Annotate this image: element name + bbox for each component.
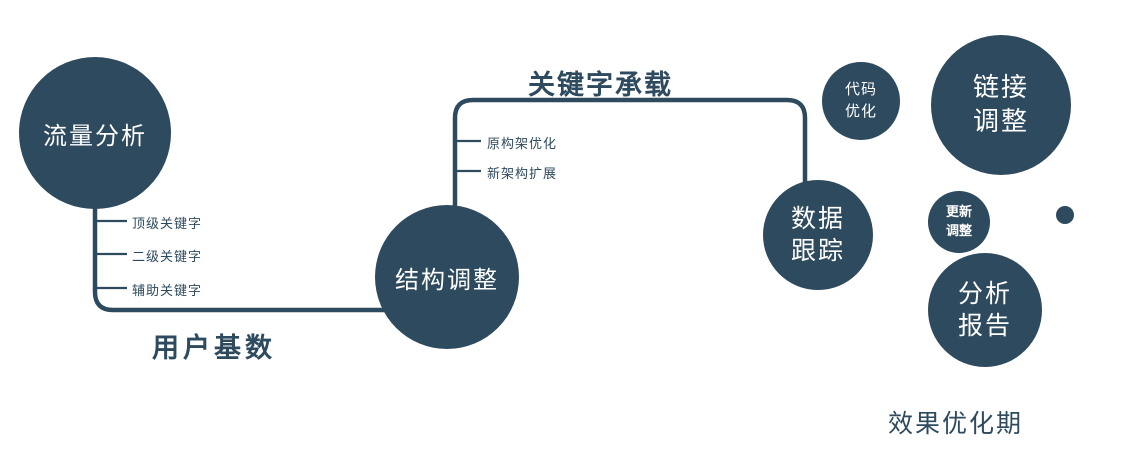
node-label-line: 分析 <box>957 279 1012 308</box>
edge-label-keyword-carrying: 关键字承载 <box>528 70 673 100</box>
node-label-line: 链接 <box>972 72 1029 103</box>
node-structure-adjustment: 结构调整 <box>375 205 519 349</box>
branch-label-original-architecture-optimization: 原构架优化 <box>487 136 558 151</box>
edge-label-user-base: 用户基数 <box>152 333 276 363</box>
branch-label-auxiliary-keywords: 辅助关键字 <box>132 283 203 298</box>
node-label-line: 更新 <box>945 204 972 220</box>
node-data-tracking: 数据 跟踪 <box>763 180 873 290</box>
edge-label-effect-optimization-period: 效果优化期 <box>888 410 1024 438</box>
node-analysis-report: 分析 报告 <box>928 253 1042 367</box>
node-code-optimization: 代码 优化 <box>822 62 900 140</box>
node-traffic-analysis: 流量分析 <box>19 57 171 209</box>
node-label-line: 报告 <box>957 312 1012 340</box>
node-update-adjustment: 更新 调整 <box>928 191 990 253</box>
branch-label-top-keywords: 顶级关键字 <box>132 216 203 231</box>
node-label: 流量分析 <box>43 122 147 150</box>
node-label-line: 调整 <box>945 223 972 238</box>
connector-structure-to-data-tracking <box>452 97 808 218</box>
node-label-line: 跟踪 <box>790 237 845 265</box>
node-label-line: 调整 <box>972 106 1029 136</box>
node-label-line: 代码 <box>844 81 877 99</box>
node-link-adjustment: 链接 调整 <box>931 35 1071 175</box>
node-label: 结构调整 <box>395 266 499 294</box>
branch-label-secondary-keywords: 二级关键字 <box>132 249 203 264</box>
node-label-line: 数据 <box>790 205 845 233</box>
node-label-line: 优化 <box>844 103 877 120</box>
branch-label-new-architecture-expansion: 新架构扩展 <box>487 166 558 181</box>
bullet-dot <box>1056 206 1074 224</box>
